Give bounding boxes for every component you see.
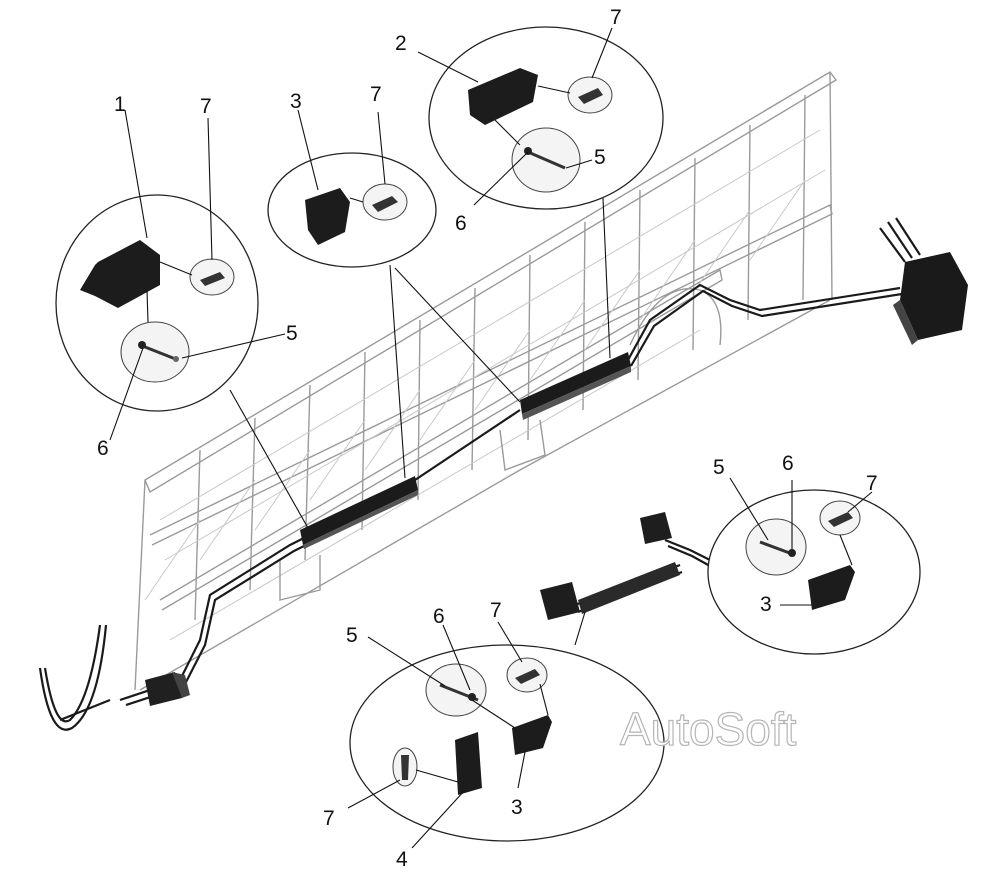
part-7-screw-icon (515, 669, 540, 684)
label-top-screw: 7 (610, 6, 622, 29)
label-left-part: 1 (114, 93, 126, 116)
callout-bubble-bottom (347, 621, 665, 849)
part-6-clip-icon (788, 549, 796, 557)
part-7-screw-icon (401, 755, 409, 780)
label-left-clip: 6 (97, 437, 109, 460)
label-top-clip: 6 (455, 212, 467, 235)
callout-numbers: 1 7 5 6 3 7 2 7 5 6 5 6 7 3 5 6 7 7 3 4 (97, 6, 878, 871)
part-7-screw-icon (828, 512, 853, 527)
label-right-screw: 7 (866, 472, 878, 495)
label-bottom-clip: 6 (433, 605, 445, 628)
part-3-heater-panel (512, 715, 552, 755)
part-6-clip-icon (524, 147, 532, 155)
label-right-part: 3 (760, 593, 772, 616)
watermark-text: AutoSoft (620, 703, 797, 755)
callout-bubble-top (417, 26, 664, 210)
label-right-washer: 5 (713, 456, 725, 479)
label-center-screw: 7 (370, 83, 382, 106)
callout-bubble-left (55, 109, 286, 441)
part-7-screw-icon (372, 196, 398, 212)
label-top-part: 2 (395, 32, 407, 55)
part-2-heater-panel (468, 68, 538, 125)
part-7-screw-icon (578, 88, 603, 104)
label-top-washer: 5 (594, 146, 606, 169)
label-left-screw: 7 (200, 95, 212, 118)
callout-leaders (229, 197, 611, 646)
heater-pipeline (38, 283, 903, 731)
label-bottom-part-a: 3 (511, 796, 523, 819)
label-bottom-washer: 5 (346, 624, 358, 647)
label-bottom-screw-bottom: 7 (323, 807, 335, 830)
label-bottom-screw-top: 7 (490, 599, 502, 622)
heater-unit-rear (520, 352, 631, 420)
rear-boiler-unit (879, 217, 968, 345)
part-7-screw-icon (200, 272, 225, 286)
part-6-clip-icon (138, 341, 146, 349)
label-left-washer: 5 (286, 322, 298, 345)
part-4-heater-panel (455, 732, 482, 795)
part-5-bolt-icon (527, 150, 566, 170)
part-5-bolt-icon (139, 343, 179, 362)
front-pump-unit (145, 672, 190, 706)
callout-bubble-center (267, 109, 437, 268)
part-3-heater-panel (305, 188, 350, 245)
detached-heater-assembly (540, 512, 711, 620)
label-right-clip: 6 (782, 452, 794, 475)
part-6-clip-icon (468, 693, 476, 701)
part-1-heater-panel (80, 240, 160, 308)
callout-bubble-right (707, 477, 921, 655)
label-center-part: 3 (290, 90, 302, 113)
part-3-heater-panel (808, 565, 855, 610)
label-bottom-part-b: 4 (396, 848, 408, 871)
heater-unit-front (300, 476, 418, 549)
